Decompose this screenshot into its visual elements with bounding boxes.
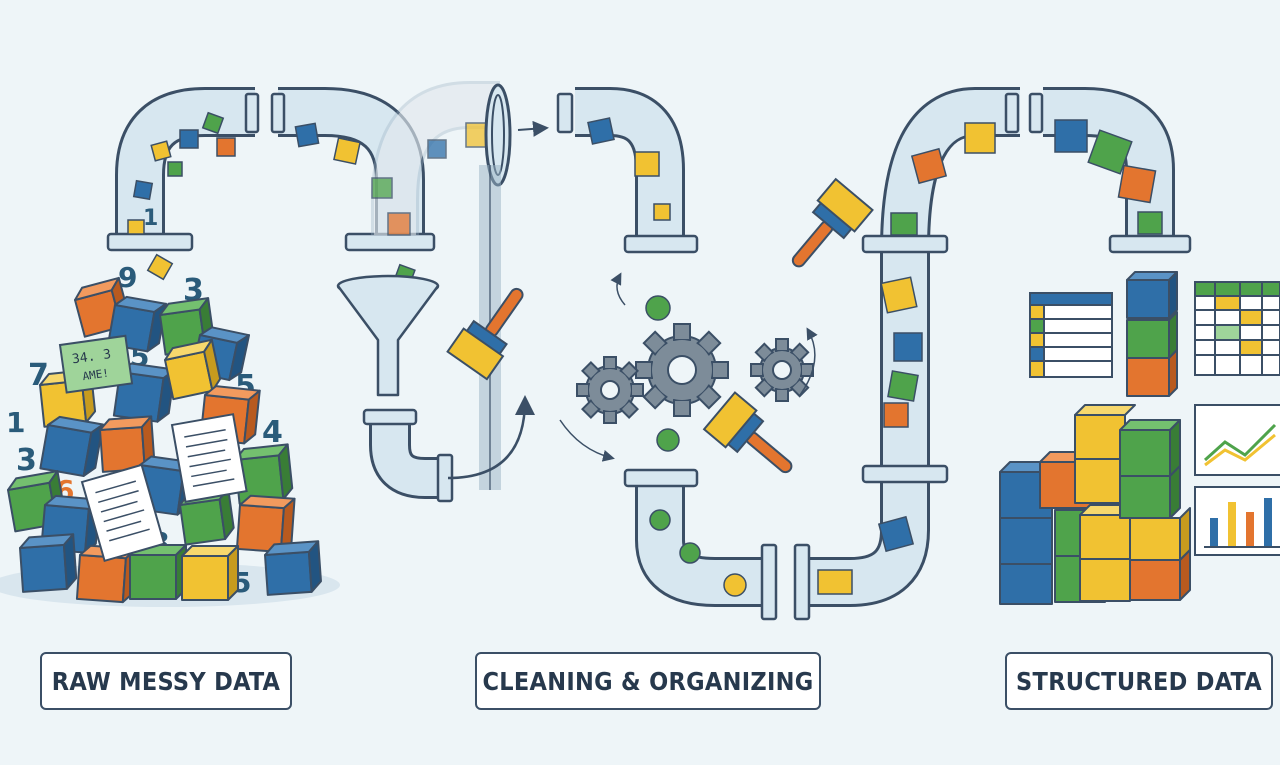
pipe-blocks — [127, 111, 361, 235]
pipe-blocks — [817, 119, 1163, 595]
paper-document — [80, 463, 166, 563]
dirt-particle — [656, 428, 680, 452]
svg-text:1: 1 — [143, 206, 158, 231]
pipe-blocks — [587, 117, 671, 221]
sticky-note: 34. 3 AME! — [58, 334, 134, 394]
brush-icon — [446, 287, 524, 381]
stage-label-raw: RAW MESSY DATA — [40, 652, 292, 710]
pipe-coupling — [270, 92, 286, 134]
svg-text:34. 3: 34. 3 — [71, 347, 112, 367]
data-table-icon — [1029, 292, 1113, 378]
flow-arrow — [799, 327, 818, 396]
pipe-coupling — [760, 543, 778, 621]
svg-text:1: 1 — [6, 406, 25, 439]
gear-icon — [750, 338, 814, 402]
line-chart-icon — [1194, 404, 1280, 476]
pipe-flange — [861, 464, 949, 484]
pipe-coupling — [1004, 92, 1020, 134]
pipe-coupling — [556, 92, 574, 134]
pipe-blocks — [649, 509, 747, 597]
pipe-flange — [861, 234, 949, 254]
gear-icon — [635, 323, 729, 417]
structured-stage — [793, 87, 1280, 621]
inlet-pipe — [115, 87, 425, 235]
flow-arrow — [447, 395, 535, 480]
pipe-flange — [106, 232, 194, 252]
block-column — [1126, 271, 1178, 397]
brush-icon — [791, 177, 874, 268]
pipe-coupling — [1028, 92, 1044, 134]
lower-pipe — [635, 480, 765, 607]
svg-text:3: 3 — [16, 443, 37, 478]
bar-chart-icon — [1194, 486, 1280, 556]
stage-label-structured: STRUCTURED DATA — [1005, 652, 1273, 710]
gear-icon — [576, 356, 644, 424]
pipe-coupling — [244, 92, 260, 134]
svg-text:AME!: AME! — [82, 367, 110, 384]
paper-document — [170, 413, 248, 503]
svg-text:4: 4 — [262, 415, 283, 450]
svg-text:9: 9 — [118, 261, 137, 294]
data-table-icon — [1194, 281, 1280, 376]
u-trap-pipe — [369, 420, 445, 499]
flow-arrow — [517, 120, 549, 137]
cube-pile — [7, 276, 322, 604]
pipe-coupling — [793, 543, 811, 621]
transparent-arch-pipe — [371, 81, 500, 235]
cleaning-stage — [336, 81, 874, 621]
loose-block — [146, 253, 174, 281]
pipe-flange — [623, 468, 699, 488]
block-grid — [999, 404, 1191, 605]
pipe-flange — [623, 234, 699, 254]
funnel — [336, 263, 440, 397]
flow-arrow — [559, 419, 615, 462]
brush-icon — [702, 391, 793, 474]
stage-label-cleaning: CLEANING & ORGANIZING — [475, 652, 821, 710]
pipe-flange — [362, 408, 418, 426]
dirt-particle — [645, 295, 671, 321]
raw-stage: 1 9 3 5 7 1 5 3 4 6 8 5 — [0, 87, 436, 607]
flow-arrow — [610, 272, 626, 306]
bend-pipe — [575, 87, 685, 240]
pipe-flange — [344, 232, 436, 252]
pipe-flange — [1108, 234, 1192, 254]
